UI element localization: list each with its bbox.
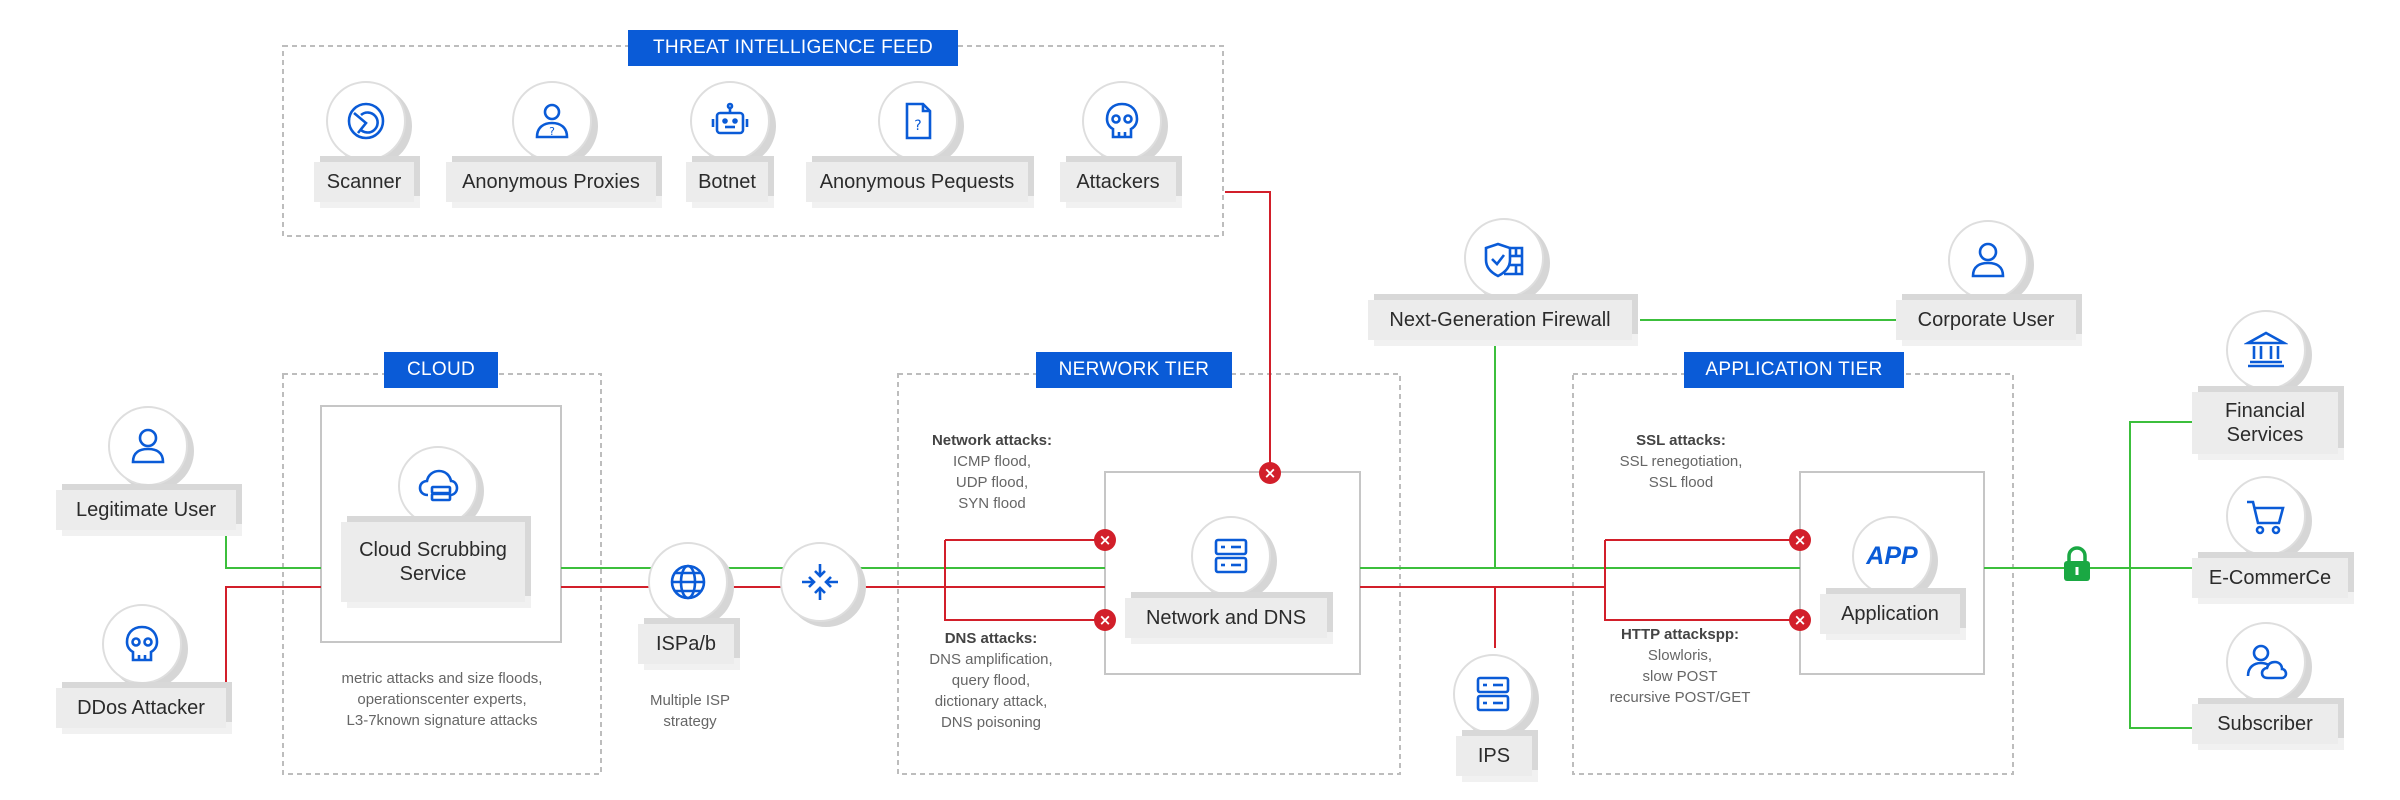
- svg-text:?: ?: [914, 118, 921, 134]
- cloud-note-line2: operationscenter experts,: [357, 691, 527, 708]
- dns-attack-item: dictionary attack,: [934, 693, 1048, 710]
- cloud-scrubbing-line1: Cloud Scrubbing: [359, 539, 507, 561]
- firewall-shield-icon: [1464, 218, 1544, 298]
- http-attacks-note: HTTP attackspp: Slowloris, slow POST rec…: [1590, 624, 1770, 708]
- dns-attacks-title: DNS attacks:: [944, 630, 1038, 647]
- cloud-scrubbing-line2: Service: [399, 563, 467, 585]
- scanner-icon: [326, 81, 406, 161]
- corporate-user-label: Corporate User: [1896, 300, 2076, 340]
- shopping-cart-icon: [2226, 476, 2306, 556]
- isp-note: Multiple ISP strategy: [610, 690, 770, 732]
- cloud-scrubbing-label: Cloud Scrubbing Service: [341, 522, 525, 602]
- svg-text:?: ?: [549, 125, 555, 138]
- globe-icon: [648, 542, 728, 622]
- cloud-server-icon: [398, 446, 478, 526]
- attackers-label: Attackers: [1060, 162, 1176, 202]
- http-attacks-title: HTTP attackspp:: [1620, 626, 1740, 643]
- blocked-marker: ×: [1789, 529, 1811, 551]
- isp-note-line1: Multiple ISP: [649, 692, 731, 709]
- dns-attacks-note: DNS attacks: DNS amplification, query fl…: [906, 628, 1076, 733]
- skull-icon: [102, 604, 182, 684]
- cloud-user-icon: [2226, 622, 2306, 702]
- blocked-marker: ×: [1789, 609, 1811, 631]
- subscriber-label: Subscriber: [2192, 704, 2338, 744]
- router-arrows-icon: [780, 542, 860, 622]
- ssl-attacks-note: SSL attacks: SSL renegotiation, SSL floo…: [1596, 430, 1766, 493]
- app-icon: APP: [1852, 516, 1932, 596]
- application-tier-title: APPLICATION TIER: [1684, 352, 1904, 388]
- network-attacks-note: Network attacks: ICMP flood, UDP flood, …: [910, 430, 1074, 514]
- network-attack-item: SYN flood: [958, 495, 1026, 512]
- robot-icon: [690, 81, 770, 161]
- http-attack-item: slow POST: [1642, 668, 1718, 685]
- user-icon: [1948, 220, 2028, 300]
- ddos-attacker-label: DDos Attacker: [56, 688, 226, 728]
- threat-feed-title: THREAT INTELLIGENCE FEED: [628, 30, 958, 66]
- app-badge-text: APP: [1866, 541, 1918, 570]
- application-label: Application: [1820, 594, 1960, 634]
- network-attacks-title: Network attacks:: [931, 432, 1053, 449]
- firewall-label: Next-Generation Firewall: [1368, 300, 1632, 340]
- user-icon: [108, 406, 188, 486]
- dns-attack-item: DNS poisoning: [940, 714, 1042, 731]
- cloud-box: [282, 373, 602, 775]
- unknown-document-icon: ?: [878, 81, 958, 161]
- network-attack-item: ICMP flood,: [952, 453, 1032, 470]
- ssl-attacks-title: SSL attacks:: [1636, 432, 1726, 449]
- scanner-label: Scanner: [314, 162, 414, 202]
- network-tier-title: NERWORK TIER: [1036, 352, 1232, 388]
- ecommerce-label: E-CommerCe: [2192, 558, 2348, 598]
- anonymous-proxies-label: Anonymous Proxies: [446, 162, 656, 202]
- botnet-label: Botnet: [686, 162, 768, 202]
- dns-attack-item: query flood,: [951, 672, 1031, 689]
- proxy-user-icon: ?: [512, 81, 592, 161]
- blocked-marker: ×: [1094, 609, 1116, 631]
- bank-icon: [2226, 310, 2306, 390]
- isp-label: ISPa/b: [638, 624, 734, 664]
- ips-label: IPS: [1456, 736, 1532, 776]
- network-dns-label: Network and DNS: [1125, 598, 1327, 638]
- financial-line2: Services: [2226, 424, 2304, 446]
- anonymous-requests-label: Anonymous Pequests: [806, 162, 1028, 202]
- http-attack-item: Slowloris,: [1647, 647, 1713, 664]
- legitimate-user-label: Legitimate User: [56, 490, 236, 530]
- dns-attack-item: DNS amplification,: [929, 651, 1053, 668]
- cloud-note: metric attacks and size floods, operatio…: [283, 668, 601, 731]
- financial-line1: Financial: [2224, 400, 2306, 422]
- server-icon: [1453, 654, 1533, 734]
- cloud-title: CLOUD: [384, 352, 498, 388]
- blocked-marker: ×: [1094, 529, 1116, 551]
- skull-icon: [1082, 81, 1162, 161]
- network-tier-box: [897, 373, 1401, 775]
- ssl-attack-item: SSL flood: [1648, 474, 1714, 491]
- cloud-note-line3: L3-7known signature attacks: [346, 712, 538, 729]
- blocked-marker: ×: [1259, 462, 1281, 484]
- server-icon: [1191, 516, 1271, 596]
- cloud-note-line1: metric attacks and size floods,: [341, 670, 543, 687]
- http-attack-item: recursive POST/GET: [1609, 689, 1751, 706]
- lock-icon: [2060, 546, 2094, 582]
- ssl-attack-item: SSL renegotiation,: [1619, 453, 1743, 470]
- isp-note-line2: strategy: [663, 713, 717, 730]
- network-attack-item: UDP flood,: [955, 474, 1029, 491]
- financial-services-label: Financial Services: [2192, 392, 2338, 454]
